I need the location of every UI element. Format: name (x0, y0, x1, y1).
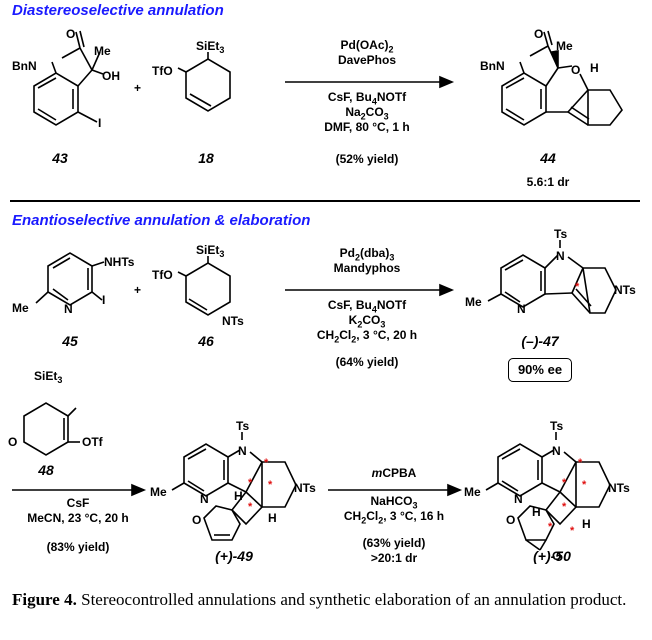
caption-text: Stereocontrolled annulations and synthet… (76, 590, 627, 609)
methyl-label-45: Me (12, 301, 29, 315)
hydrogen-label-50b: H (582, 517, 591, 531)
ts-label-50: Ts (550, 419, 563, 433)
ring-oxygen-50: O (506, 513, 515, 527)
nts-label-49: NTs (294, 481, 316, 495)
plus-sign-1: + (134, 81, 141, 95)
bnn-label-44: BnN (480, 59, 505, 73)
ts-label-49: Ts (236, 419, 249, 433)
plus-sign-2: + (134, 283, 141, 297)
stereocenter-star-50c: * (562, 477, 567, 489)
compound-50-structure (485, 432, 611, 551)
stereocenter-star-50a: * (578, 457, 583, 469)
compound-45-structure (35, 252, 105, 306)
reaction-1-conditions: CsF, Bu4NOTf Na2CO3 DMF, 80 °C, 1 h (324, 90, 410, 134)
ts-label-47: Ts (554, 227, 567, 241)
hydrogen-label-50a: H (532, 505, 541, 519)
hydroxyl-label: OH (102, 69, 120, 83)
stereocenter-star-49a: * (264, 457, 269, 469)
stereocenter-star-47: * (575, 281, 580, 293)
nts-label-50: NTs (608, 481, 630, 495)
wedge-bond (550, 50, 559, 69)
stereocenter-star-50f: * (570, 525, 575, 537)
stereocenter-star-49c: * (248, 477, 253, 489)
compound-46-structure (177, 256, 231, 316)
hydrogen-label-49a: H (234, 489, 243, 503)
triflate-label: TfO (152, 64, 173, 78)
triflate-label-46: TfO (152, 268, 173, 282)
figure-caption: Figure 4. Stereocontrolled annulations a… (12, 588, 642, 612)
reaction-1-catalyst: Pd(OAc)2 DavePhos (337, 38, 397, 67)
carbonyl-oxygen-44: O (534, 27, 543, 41)
compound-48-structure (23, 402, 80, 456)
pyridine-n-47: N (517, 302, 526, 316)
indoline-n-47: N (556, 249, 565, 263)
ee-badge: 90% ee (508, 358, 572, 382)
stereocenter-star-50d: * (562, 501, 567, 513)
compound-label-43: 43 (52, 150, 68, 166)
compound-label-18: 18 (198, 150, 214, 166)
hydrogen-label-49b: H (268, 511, 277, 525)
compound-label-46: 46 (198, 333, 214, 349)
reaction-3-yield: (83% yield) (46, 540, 110, 554)
methyl-label-49: Me (150, 485, 167, 499)
methyl-label: Me (94, 44, 111, 58)
epoxide-oxygen-50: O (552, 549, 561, 563)
iodo-label-45: I (102, 293, 105, 307)
compound-label-47: (–)-47 (521, 333, 559, 349)
compound-label-44: 44 (540, 150, 556, 166)
section-divider (10, 200, 640, 202)
compound-49-structure (171, 432, 297, 541)
reaction-2-conditions: CsF, Bu4NOTf K2CO3 CH2Cl2, 3 °C, 20 h (316, 298, 418, 345)
nts-label-46: NTs (222, 314, 244, 328)
ring-oxygen-49: O (192, 513, 201, 527)
compound-44-structure (501, 30, 623, 126)
compound-label-48: 48 (38, 462, 54, 478)
diastereoselective-title: Diastereoselective annulation (12, 2, 224, 19)
silyl-label: SiEt3 (196, 39, 224, 55)
iodo-label: I (98, 116, 101, 130)
compound-label-50: (+)-50 (533, 548, 571, 564)
carbonyl-oxygen: O (66, 27, 75, 41)
reaction-2-yield: (64% yield) (335, 355, 399, 369)
nhts-label: NHTs (104, 255, 135, 269)
pyridine-n-45: N (64, 302, 73, 316)
ring-oxygen-48: O (8, 435, 17, 449)
reaction-2-catalyst: Pd2(dba)3 Mandyphos (333, 246, 401, 275)
compound-18-structure (177, 52, 231, 112)
stereocenter-star-50e: * (548, 521, 553, 533)
methyl-label-50: Me (464, 485, 481, 499)
compound-47-structure (487, 240, 617, 314)
reaction-4-conditions: NaHCO3 CH2Cl2, 3 °C, 16 h (343, 494, 445, 526)
stereocenter-star-49d: * (248, 501, 253, 513)
indoline-n-49: N (238, 444, 247, 458)
compound-43-structure (33, 30, 104, 126)
hydrogen-label-44: H (590, 61, 599, 75)
enantioselective-title: Enantioselective annulation & elaboratio… (12, 212, 311, 229)
reaction-4-reagent: mCPBA (371, 466, 417, 480)
silyl-label-46: SiEt3 (196, 243, 224, 259)
stereocenter-star-50b: * (582, 479, 587, 491)
reaction-3-conditions: CsF MeCN, 23 °C, 20 h (27, 496, 129, 525)
methyl-label-47: Me (465, 295, 482, 309)
reaction-4-yield: (63% yield) >20:1 dr (362, 536, 426, 565)
methyl-label-44: Me (556, 39, 573, 53)
reaction-1-yield: (52% yield) (335, 152, 399, 166)
reaction-1-dr: 5.6:1 dr (526, 175, 570, 189)
pyridine-n-50: N (514, 492, 523, 506)
indoline-n-50: N (552, 444, 561, 458)
compound-label-49: (+)-49 (215, 548, 253, 564)
bnn-label: BnN (12, 59, 37, 73)
ring-oxygen-44: O (571, 63, 580, 77)
nts-label-47: NTs (614, 283, 636, 297)
compound-label-45: 45 (62, 333, 78, 349)
pyridine-n-49: N (200, 492, 209, 506)
silyl-label-48: SiEt3 (34, 369, 62, 385)
otf-label-48: OTf (82, 435, 104, 449)
stereocenter-star-49b: * (268, 479, 273, 491)
caption-label: Figure 4. (12, 590, 77, 609)
